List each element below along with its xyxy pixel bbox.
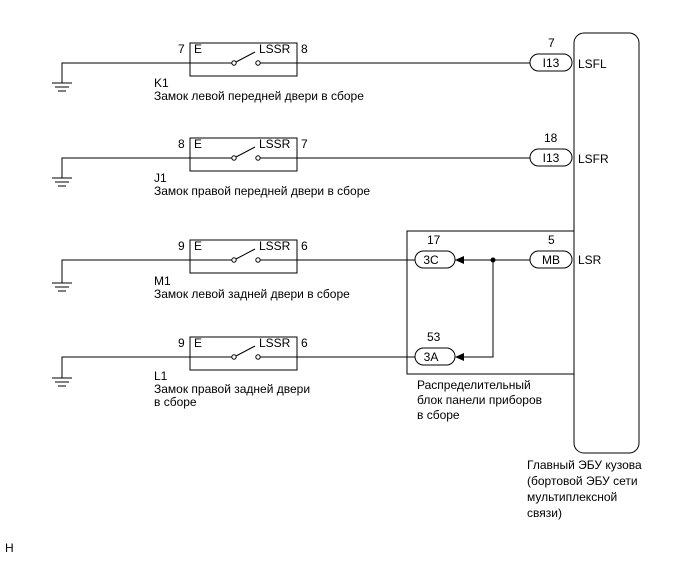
door-lock-switch-box <box>189 336 298 371</box>
door-lock-switch-box <box>189 137 298 172</box>
switch-code: K1 <box>154 76 169 90</box>
ground-wire <box>61 62 190 83</box>
ground-wire <box>61 157 190 178</box>
e-label: E <box>194 239 202 253</box>
arrow-icon <box>455 353 464 361</box>
connector-code: 3C <box>423 253 439 267</box>
pin-e: 9 <box>178 336 185 350</box>
ecu-label-1: Главный ЭБУ кузова <box>527 458 642 472</box>
connector-i13-lsfr: I13 18 LSFR <box>529 131 609 167</box>
connector-pin: 17 <box>427 233 441 247</box>
ground-wire <box>61 356 190 378</box>
e-label: E <box>194 42 202 56</box>
pin-e: 7 <box>178 42 185 56</box>
connector-3a: 3A 53 <box>414 330 464 366</box>
connector-mb-lsr: MB 5 LSR <box>455 233 602 269</box>
junction-block-label-3: в сборе <box>417 408 460 422</box>
body-ecu-box <box>573 32 640 454</box>
switch-row-2: 8 E LSSR 7 J1 Замок правой передней двер… <box>52 137 530 198</box>
switch-row-1: 7 E LSSR 8 K1 Замок левой передней двери… <box>52 42 530 103</box>
junction-block-label-1: Распределительный <box>417 378 531 392</box>
switch-name-line2: в сборе <box>154 395 197 409</box>
switch-code: M1 <box>154 274 171 288</box>
connector-code: 3A <box>424 350 439 364</box>
lssr-label: LSSR <box>259 239 291 253</box>
door-lock-switch-box <box>189 239 298 274</box>
internal-splice-wire <box>464 260 494 358</box>
junction-block-label-2: блок панели приборов <box>417 393 542 407</box>
signal-label: LSFR <box>578 152 609 166</box>
connector-pin: 53 <box>427 330 441 344</box>
connector-code: I13 <box>543 56 560 70</box>
connector-pin: 5 <box>548 233 555 247</box>
pin-e: 9 <box>178 239 185 253</box>
door-lock-switch-box <box>189 42 298 77</box>
connector-code: MB <box>542 253 560 267</box>
pin-out: 8 <box>301 42 308 56</box>
pin-out: 6 <box>301 336 308 350</box>
lssr-label: LSSR <box>259 336 291 350</box>
ground-wire <box>61 259 190 283</box>
ecu-label-2: (бортовой ЭБУ сети <box>527 474 638 488</box>
connector-pin: 18 <box>544 131 558 145</box>
switch-name: Замок правой передней двери в сборе <box>154 184 370 198</box>
connector-i13-lsfl: I13 7 LSFL <box>529 36 607 72</box>
pin-out: 6 <box>301 239 308 253</box>
arrow-icon <box>455 256 464 264</box>
lssr-label: LSSR <box>259 137 291 151</box>
switch-row-3: 9 E LSSR 6 M1 Замок левой задней двери в… <box>52 239 415 301</box>
connector-code: I13 <box>543 151 560 165</box>
switch-name: Замок правой задней двери <box>154 382 310 396</box>
switch-code: L1 <box>154 369 168 383</box>
switch-name: Замок левой передней двери в сборе <box>154 89 364 103</box>
signal-label: LSFL <box>578 57 607 71</box>
switch-row-4: 9 E LSSR 6 L1 Замок правой задней двери … <box>52 336 415 409</box>
ecu-label-4: связи) <box>527 506 562 520</box>
e-label: E <box>194 336 202 350</box>
splice-point <box>490 257 496 263</box>
lssr-label: LSSR <box>259 42 291 56</box>
connector-pin: 7 <box>548 36 555 50</box>
pin-e: 8 <box>178 137 185 151</box>
signal-label: LSR <box>578 253 602 267</box>
switch-code: J1 <box>154 171 167 185</box>
switch-name: Замок левой задней двери в сборе <box>154 287 350 301</box>
corner-mark: H <box>5 541 14 555</box>
pin-out: 7 <box>301 137 308 151</box>
e-label: E <box>194 137 202 151</box>
connector-3c: 3C 17 <box>414 233 464 269</box>
ecu-label-3: мультиплексной <box>527 490 617 504</box>
